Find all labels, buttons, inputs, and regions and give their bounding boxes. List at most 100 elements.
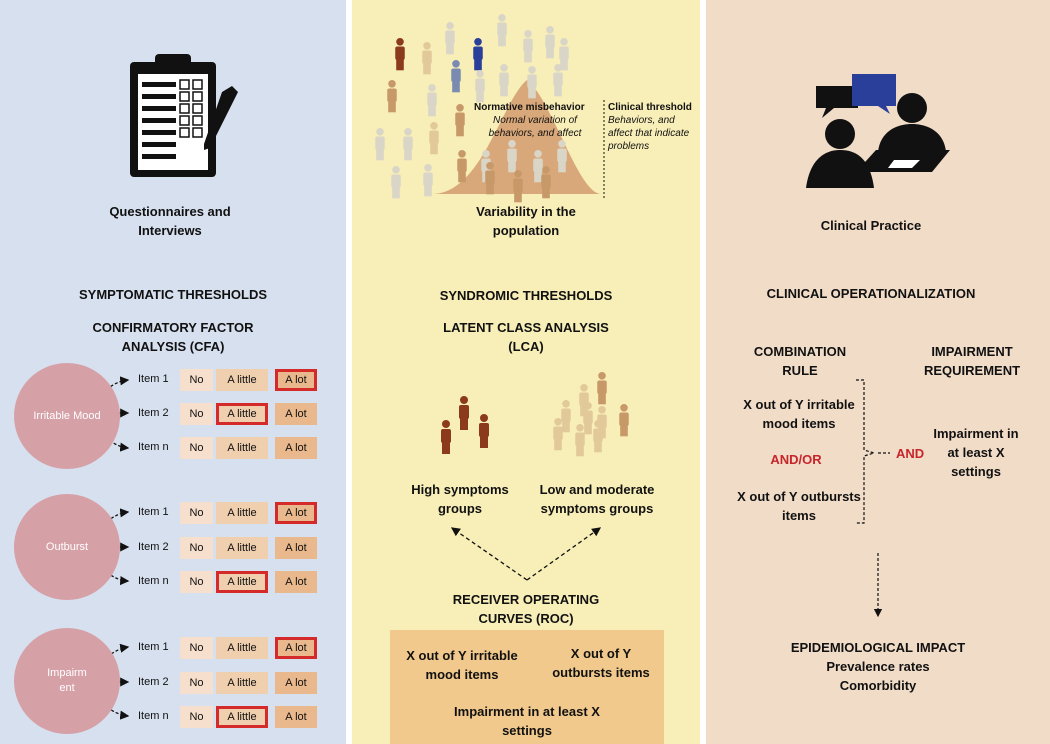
person-icon — [475, 70, 485, 103]
outburst-items-rule: X out of Y outbursts items — [737, 489, 861, 523]
pen-icon — [204, 86, 238, 150]
person-icon — [533, 150, 543, 183]
impairment-settings-rule: Impairment in at least X settings — [933, 426, 1019, 479]
response-option: A little — [216, 672, 268, 694]
roc-outbursts-criterion: X out of Y outbursts items — [552, 646, 650, 680]
high-symptom-person-icon — [479, 414, 489, 448]
roc-criteria-box: X out of Y irritable mood items X out of… — [390, 630, 664, 744]
high-symptom-person-icon — [459, 396, 469, 430]
person-icon — [553, 64, 563, 97]
low-symptom-person-icon — [583, 402, 593, 435]
response-option-selected: A little — [216, 571, 268, 593]
impairment-label: Impairm ent — [47, 667, 87, 694]
low-symptom-person-icon — [619, 404, 629, 437]
person-icon — [485, 162, 495, 195]
clinical-panel: Clinical Practice CLINICAL OPERATIONALIZ… — [706, 0, 1050, 744]
item-label: Item 1 — [138, 506, 169, 518]
person-icon — [375, 128, 385, 161]
response-option: A lot — [275, 571, 317, 593]
response-option: No — [180, 637, 213, 659]
clinical-practice-label: Clinical Practice — [820, 218, 922, 233]
low-symptom-person-icon — [561, 400, 571, 433]
person-icon — [559, 38, 569, 71]
item-label: Item 2 — [138, 407, 169, 419]
impairment-circle: Impairm ent — [14, 628, 120, 734]
high-symptom-person-icon — [441, 420, 451, 454]
response-option: No — [180, 537, 213, 559]
clinical-threshold-title: Clinical threshold — [608, 102, 692, 113]
response-option: A lot — [275, 403, 317, 425]
clipboard-icon — [130, 54, 238, 177]
response-option: A little — [216, 369, 268, 391]
response-option: A lot — [275, 672, 317, 694]
response-option: No — [180, 437, 213, 459]
response-option: A little — [216, 537, 268, 559]
item-label: Item 2 — [138, 676, 169, 688]
irritable-mood-circle: Irritable Mood — [14, 363, 120, 469]
lca-method-title: LATENT CLASS ANALYSIS (LCA) — [443, 320, 609, 354]
normative-misbehavior-title: Normative misbehavior — [474, 102, 585, 113]
item-label: Item n — [138, 710, 169, 722]
response-option: A lot — [275, 706, 317, 728]
response-option: A lot — [275, 537, 317, 559]
high-symptoms-groups-label: High symptoms groups — [411, 482, 509, 516]
symptomatic-thresholds-heading: SYMPTOMATIC THRESHOLDS — [78, 287, 268, 302]
person-icon — [423, 164, 433, 197]
person-icon — [429, 122, 439, 155]
roc-title: RECEIVER OPERATING CURVES (ROC) — [452, 592, 600, 626]
and-operator: AND — [896, 446, 925, 461]
low-moderate-groups-label: Low and moderate symptoms groups — [539, 482, 655, 516]
response-option-selected: A little — [216, 706, 268, 728]
clinical-threshold-desc: Behaviors, and affect that indicate prob… — [608, 115, 690, 152]
person-icon — [541, 166, 551, 199]
response-option: A little — [216, 637, 268, 659]
population-variability-label: Variability in the population — [476, 204, 576, 238]
item-label: Item 1 — [138, 641, 169, 653]
cfa-panel: Questionnaires and Interviews SYMPTOMATI… — [0, 0, 346, 744]
person-icon — [455, 104, 465, 137]
response-option: No — [180, 672, 213, 694]
person-icon — [391, 166, 401, 199]
person-icon — [507, 140, 517, 173]
low-symptom-person-icon — [553, 418, 563, 451]
response-option: No — [180, 706, 213, 728]
low-symptom-person-icon — [575, 424, 585, 457]
irritable-mood-label: Irritable Mood — [33, 409, 101, 422]
speech-bubble-icon — [816, 74, 896, 118]
person-icon — [422, 42, 432, 75]
response-option: A little — [216, 437, 268, 459]
low-symptom-person-icon — [593, 420, 603, 453]
low-symptom-person-icon — [597, 372, 607, 405]
irritable-items-rule: X out of Y irritable mood items — [743, 397, 855, 431]
clinician-patient-icon — [806, 74, 950, 188]
item-label: Item 2 — [138, 541, 169, 553]
prevalence-rates-label: Prevalence rates — [826, 659, 930, 674]
item-label: Item 1 — [138, 373, 169, 385]
cfa-method-title: CONFIRMATORY FACTOR ANALYSIS (CFA) — [92, 320, 254, 354]
person-icon — [451, 60, 461, 93]
combination-rule-heading: COMBINATION RULE — [753, 344, 847, 378]
response-option-selected: A lot — [275, 369, 317, 391]
person-icon — [523, 30, 533, 63]
response-option: No — [180, 571, 213, 593]
outburst-label: Outburst — [45, 540, 89, 553]
roc-impairment-criterion: Impairment in at least X settings — [454, 704, 600, 738]
crowd-figures-icon — [375, 13, 605, 203]
person-icon — [403, 128, 413, 161]
response-option: No — [180, 403, 213, 425]
questionnaires-label: Questionnaires and Interviews — [109, 204, 231, 238]
symptom-groups-figures — [441, 372, 629, 581]
person-icon — [445, 22, 455, 55]
person-icon — [527, 66, 537, 99]
impairment-requirement-heading: IMPAIRMENT REQUIREMENT — [923, 344, 1021, 378]
person-icon — [473, 38, 483, 71]
and-or-operator: AND/OR — [770, 452, 822, 467]
rule-bracket-and-arrow — [856, 379, 890, 618]
person-icon — [545, 26, 555, 59]
comorbidity-label: Comorbidity — [839, 678, 917, 693]
item-label: Item n — [138, 441, 169, 453]
epidemiological-impact-title: EPIDEMIOLOGICAL IMPACT — [790, 640, 966, 655]
person-icon — [427, 84, 437, 117]
response-option: A lot — [275, 437, 317, 459]
syndromic-thresholds-heading: SYNDROMIC THRESHOLDS — [439, 288, 613, 303]
